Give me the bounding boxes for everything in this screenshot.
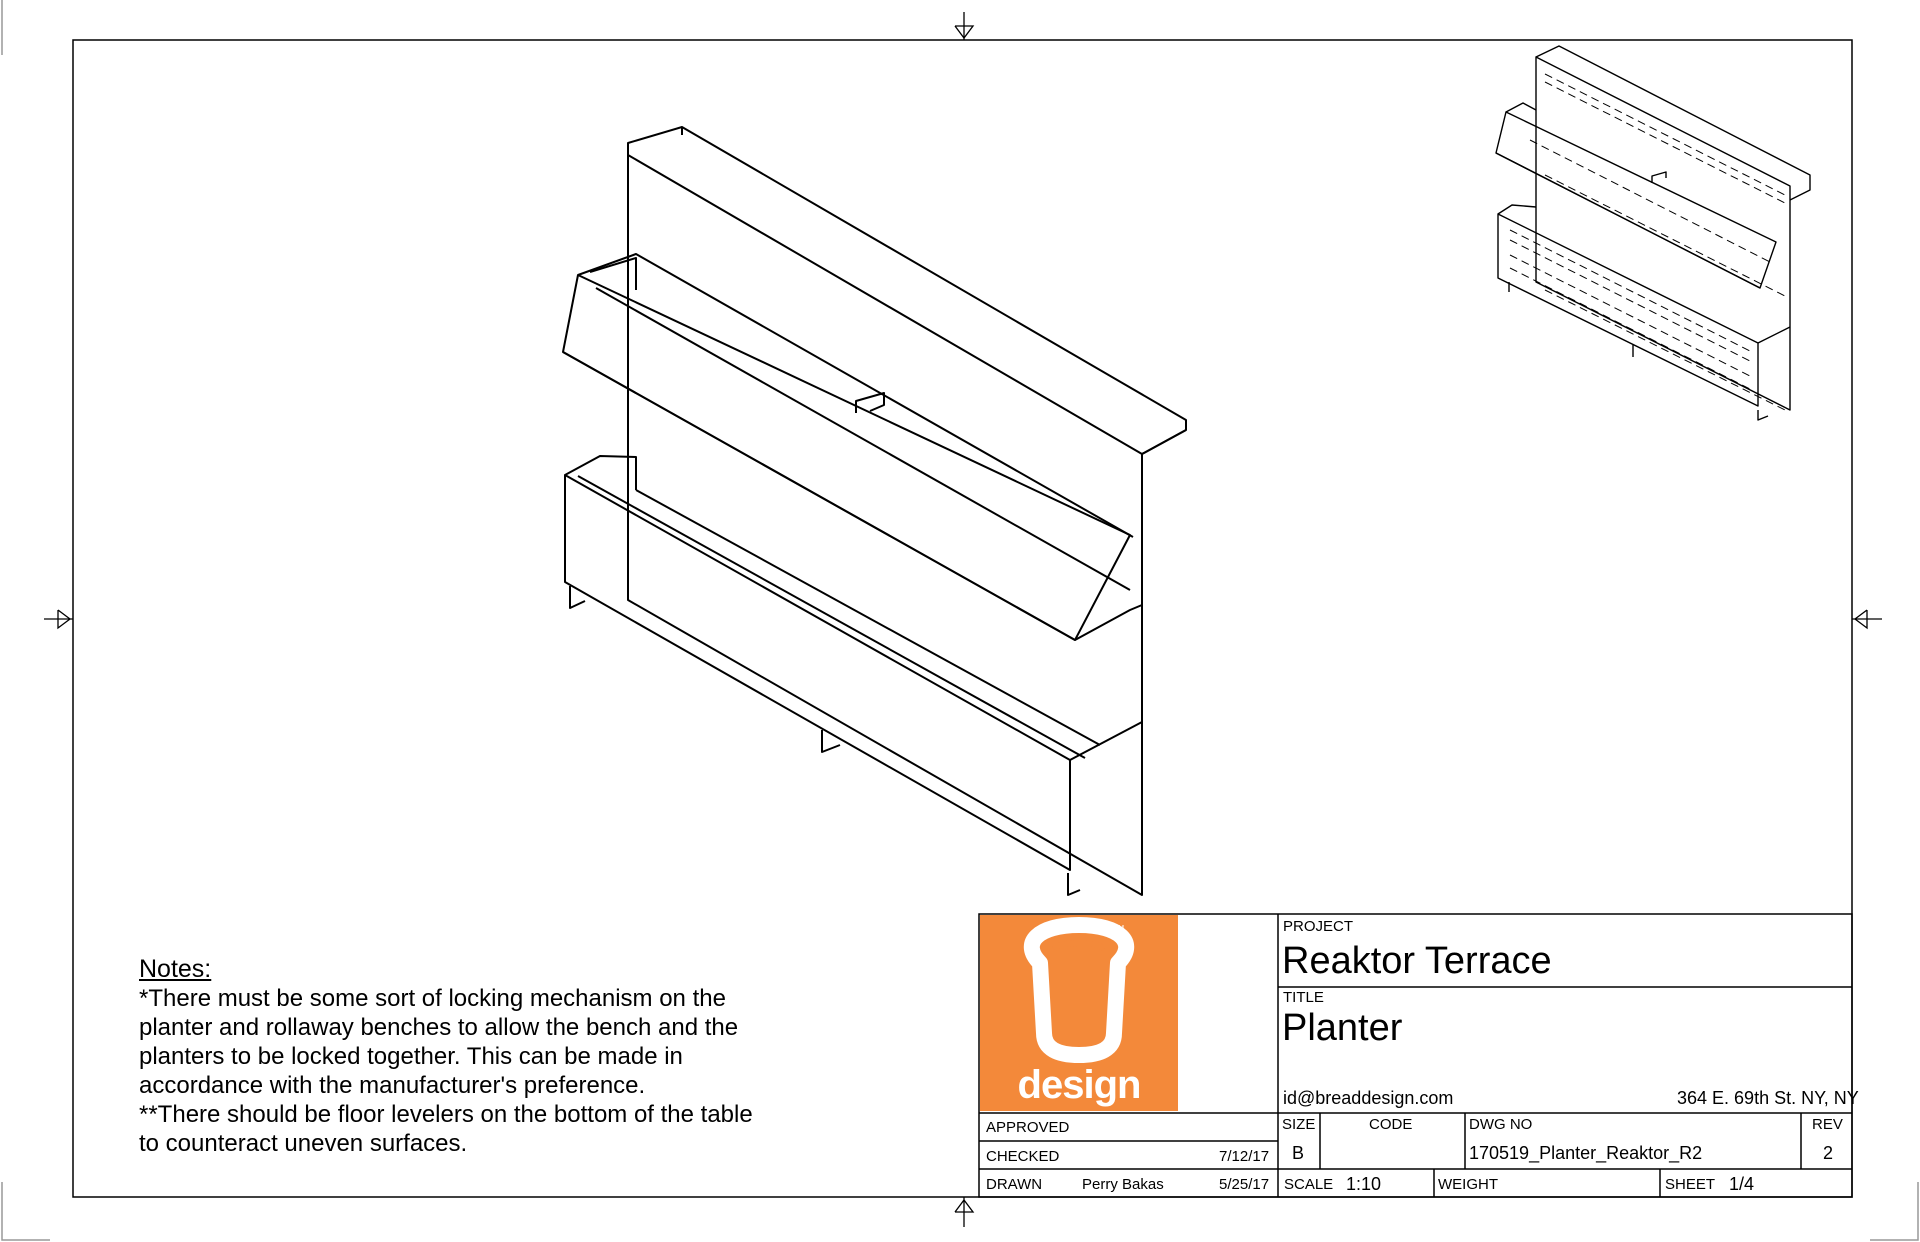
note-line: planters to be locked together. This can…	[139, 1043, 683, 1070]
note-line: **There should be floor levelers on the …	[139, 1101, 753, 1128]
drawing-scale: 1:10	[1346, 1174, 1382, 1194]
revision: 2	[1823, 1143, 1834, 1163]
planter-reference-view	[1495, 45, 1811, 421]
checked-label: CHECKED	[986, 1148, 1060, 1165]
drawn-by: Perry Bakas	[1082, 1176, 1164, 1193]
weight-label: WEIGHT	[1438, 1176, 1498, 1193]
notes-block: Notes: *There must be some sort of locki…	[139, 954, 839, 1158]
size-label: SIZE	[1282, 1116, 1316, 1133]
logo-wordmark: design	[1017, 1063, 1142, 1107]
note-line: planter and rollaway benches to allow th…	[139, 1014, 739, 1041]
company-logo: TM design	[980, 915, 1178, 1111]
project-name: Reaktor Terrace	[1282, 940, 1552, 982]
note-line: *There must be some sort of locking mech…	[139, 985, 726, 1012]
note-line: accordance with the manufacturer's prefe…	[139, 1072, 646, 1099]
notes-heading: Notes:	[139, 955, 212, 983]
company-address: 364 E. 69th St. NY, NY	[1677, 1088, 1859, 1108]
sheet-size: B	[1292, 1143, 1305, 1163]
project-label: PROJECT	[1283, 918, 1354, 935]
title-label: TITLE	[1283, 989, 1324, 1006]
sheet-number: 1/4	[1729, 1174, 1755, 1194]
planter-isometric-view	[562, 126, 1187, 896]
sheet-label: SHEET	[1665, 1176, 1716, 1193]
dwg-no-label: DWG NO	[1469, 1116, 1533, 1133]
contact-email: id@breaddesign.com	[1283, 1088, 1454, 1108]
rev-label: REV	[1812, 1116, 1843, 1133]
approved-label: APPROVED	[986, 1119, 1070, 1136]
centering-marker-bottom	[954, 1197, 975, 1227]
title-block-grid	[978, 913, 1853, 1198]
centering-marker-left	[44, 609, 73, 630]
bread-logo-icon	[1023, 917, 1135, 1063]
checked-date: 7/12/17	[1219, 1148, 1270, 1165]
trademark-mark: TM	[1114, 925, 1125, 932]
drawn-date: 5/25/17	[1219, 1176, 1270, 1193]
scale-label: SCALE	[1284, 1176, 1334, 1193]
note-line: to counteract uneven surfaces.	[139, 1130, 468, 1157]
code-label: CODE	[1369, 1116, 1413, 1133]
drawn-label: DRAWN	[986, 1176, 1043, 1193]
centering-marker-top	[954, 12, 975, 40]
dwg-number: 170519_Planter_Reaktor_R2	[1469, 1143, 1703, 1163]
drawing-title: Planter	[1282, 1007, 1403, 1049]
centering-marker-right	[1852, 609, 1882, 630]
